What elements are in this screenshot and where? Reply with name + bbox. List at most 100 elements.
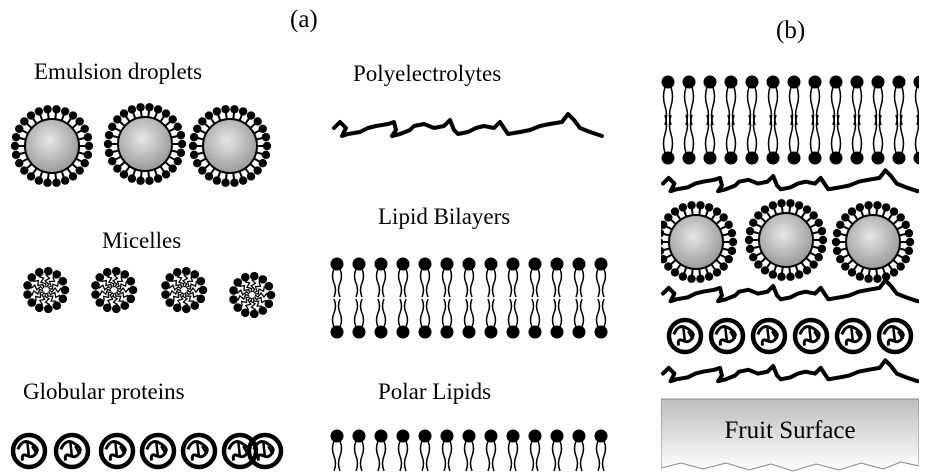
- emulsion-droplet: [745, 199, 827, 281]
- lipid-bilayer-group: [331, 258, 608, 339]
- lipid-molecule: [397, 258, 410, 298]
- lipid-molecule: [595, 430, 608, 472]
- lipid-molecule: [893, 115, 906, 165]
- emulsion-droplet: [832, 201, 914, 283]
- globular-protein: [753, 320, 785, 352]
- lipid-molecule: [830, 76, 843, 126]
- lipid-molecule: [573, 430, 586, 472]
- polyelectrolytes-group: [334, 114, 602, 136]
- lipid-molecule: [353, 258, 366, 298]
- lipid-molecule: [331, 258, 344, 298]
- globular-protein: [142, 435, 174, 467]
- lipid-molecule: [746, 115, 759, 165]
- lipid-molecule: [463, 258, 476, 298]
- lipid-molecule: [507, 430, 520, 472]
- lipid-molecule: [683, 115, 696, 165]
- panel-b-protein-layer: [669, 320, 911, 352]
- lipid-molecule: [463, 430, 476, 472]
- panel-b: Fruit Surface: [661, 66, 919, 475]
- lipid-molecule: [419, 299, 432, 339]
- lipid-molecule: [331, 430, 344, 472]
- lipid-molecule: [331, 299, 344, 339]
- lipid-molecule: [767, 115, 780, 165]
- lipid-molecule: [353, 299, 366, 339]
- micelle: [229, 272, 275, 318]
- globular-protein: [101, 435, 133, 467]
- lipid-molecule: [441, 430, 454, 472]
- lipid-molecule: [397, 430, 410, 472]
- lipid-molecule: [830, 115, 843, 165]
- lipid-molecule: [551, 258, 564, 298]
- lipid-molecule: [788, 76, 801, 126]
- polar-lipids-group: [331, 430, 608, 472]
- lipid-molecule: [595, 258, 608, 298]
- lipid-molecule: [485, 299, 498, 339]
- panel-b-bilayer: [662, 76, 920, 165]
- lipid-molecule: [573, 258, 586, 298]
- globular-protein: [183, 435, 215, 467]
- lipid-molecule: [746, 76, 759, 126]
- lipid-molecule: [809, 115, 822, 165]
- polyelectrolyte-chain: [334, 114, 602, 136]
- lipid-molecule: [529, 430, 542, 472]
- lipid-molecule: [507, 299, 520, 339]
- lipid-molecule: [704, 115, 717, 165]
- polyelectrolyte-chain: [663, 360, 918, 381]
- fruit-surface-label: Fruit Surface: [661, 417, 919, 445]
- micelle: [23, 267, 69, 313]
- lipid-molecule: [419, 258, 432, 298]
- emulsion-droplet: [189, 105, 271, 187]
- emulsion-droplet: [661, 201, 737, 283]
- globular-protein: [669, 320, 701, 352]
- lipid-molecule: [851, 76, 864, 126]
- emulsion-droplet: [11, 105, 93, 187]
- lipid-molecule: [529, 299, 542, 339]
- globular-protein: [879, 320, 911, 352]
- lipid-molecule: [872, 115, 885, 165]
- lipid-molecule: [463, 299, 476, 339]
- panel-b-emulsion-layer: [661, 199, 914, 283]
- lipid-molecule: [683, 76, 696, 126]
- lipid-molecule: [551, 299, 564, 339]
- lipid-molecule: [441, 299, 454, 339]
- panel-b-illustration: [661, 66, 919, 475]
- lipid-molecule: [529, 258, 542, 298]
- globular-protein: [795, 320, 827, 352]
- lipid-molecule: [872, 76, 885, 126]
- emulsion-droplets-group: [11, 103, 271, 187]
- emulsion-droplet: [104, 103, 186, 185]
- micelles-group: [23, 267, 275, 318]
- lipid-molecule: [704, 76, 717, 126]
- panel-a-illustration: [0, 0, 655, 475]
- polyelectrolyte-chain: [663, 170, 918, 191]
- lipid-molecule: [419, 430, 432, 472]
- lipid-molecule: [809, 76, 822, 126]
- lipid-molecule: [595, 299, 608, 339]
- panel-b-tag: (b): [776, 18, 805, 43]
- lipid-molecule: [725, 76, 738, 126]
- lipid-molecule: [397, 299, 410, 339]
- lipid-molecule: [662, 76, 675, 126]
- lipid-molecule: [353, 430, 366, 472]
- panel-b-polyelectrolyte-layer-2: [663, 280, 918, 301]
- lipid-molecule: [788, 115, 801, 165]
- panel-b-polyelectrolyte-layer-1: [663, 170, 918, 191]
- lipid-molecule: [767, 76, 780, 126]
- lipid-molecule: [375, 430, 388, 472]
- lipid-molecule: [551, 430, 564, 472]
- globular-protein: [711, 320, 743, 352]
- globular-proteins-group: [13, 435, 281, 467]
- globular-protein: [837, 320, 869, 352]
- lipid-molecule: [573, 299, 586, 339]
- polyelectrolyte-chain: [663, 280, 918, 301]
- lipid-molecule: [485, 430, 498, 472]
- lipid-molecule: [441, 258, 454, 298]
- lipid-molecule: [851, 115, 864, 165]
- lipid-molecule: [485, 258, 498, 298]
- panel-b-polyelectrolyte-layer-3: [663, 360, 918, 381]
- globular-protein: [56, 435, 88, 467]
- lipid-molecule: [914, 115, 920, 165]
- lipid-molecule: [893, 76, 906, 126]
- lipid-molecule: [662, 115, 675, 165]
- lipid-molecule: [375, 299, 388, 339]
